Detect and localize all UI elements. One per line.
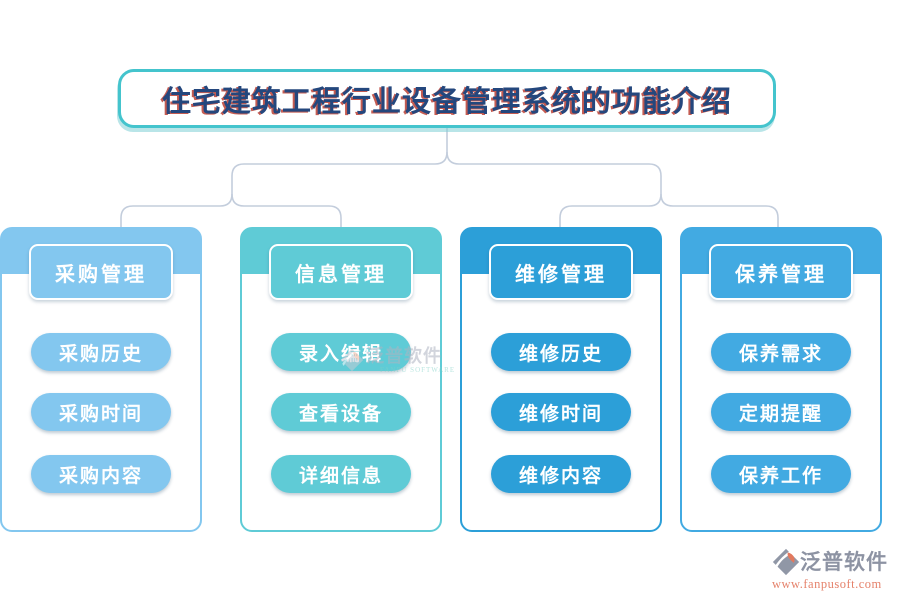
feature-pill: 录入编辑 bbox=[271, 333, 411, 371]
diagram-title: 住宅建筑工程行业设备管理系统的功能介绍 bbox=[161, 85, 732, 118]
category-title: 采购管理 bbox=[29, 244, 173, 300]
feature-pill: 保养需求 bbox=[711, 333, 851, 371]
feature-pill: 维修历史 bbox=[491, 333, 631, 371]
diagram-title-box: 住宅建筑工程行业设备管理系统的功能介绍 bbox=[118, 69, 776, 128]
category-card-procurement-management: 采购管理 采购历史 采购时间 采购内容 bbox=[0, 227, 202, 532]
category-title: 维修管理 bbox=[489, 244, 633, 300]
category-title: 保养管理 bbox=[709, 244, 853, 300]
feature-pill: 定期提醒 bbox=[711, 393, 851, 431]
category-card-info-management: 信息管理 录入编辑 查看设备 详细信息 bbox=[240, 227, 442, 532]
feature-pill: 采购历史 bbox=[31, 333, 171, 371]
feature-pill: 查看设备 bbox=[271, 393, 411, 431]
feature-pill: 保养工作 bbox=[711, 455, 851, 493]
fanpu-logo-icon bbox=[772, 548, 800, 576]
feature-pill: 维修内容 bbox=[491, 455, 631, 493]
category-card-repair-management: 维修管理 维修历史 维修时间 维修内容 bbox=[460, 227, 662, 532]
brand-footer: 泛普软件 www.fanpusoft.com bbox=[772, 548, 898, 591]
brand-url: www.fanpusoft.com bbox=[772, 577, 882, 591]
feature-pill: 维修时间 bbox=[491, 393, 631, 431]
category-card-maintenance-management: 保养管理 保养需求 定期提醒 保养工作 bbox=[680, 227, 882, 532]
brand-name: 泛普软件 bbox=[800, 550, 888, 574]
feature-pill: 详细信息 bbox=[271, 455, 411, 493]
feature-pill: 采购时间 bbox=[31, 393, 171, 431]
category-title: 信息管理 bbox=[269, 244, 413, 300]
feature-pill: 采购内容 bbox=[31, 455, 171, 493]
